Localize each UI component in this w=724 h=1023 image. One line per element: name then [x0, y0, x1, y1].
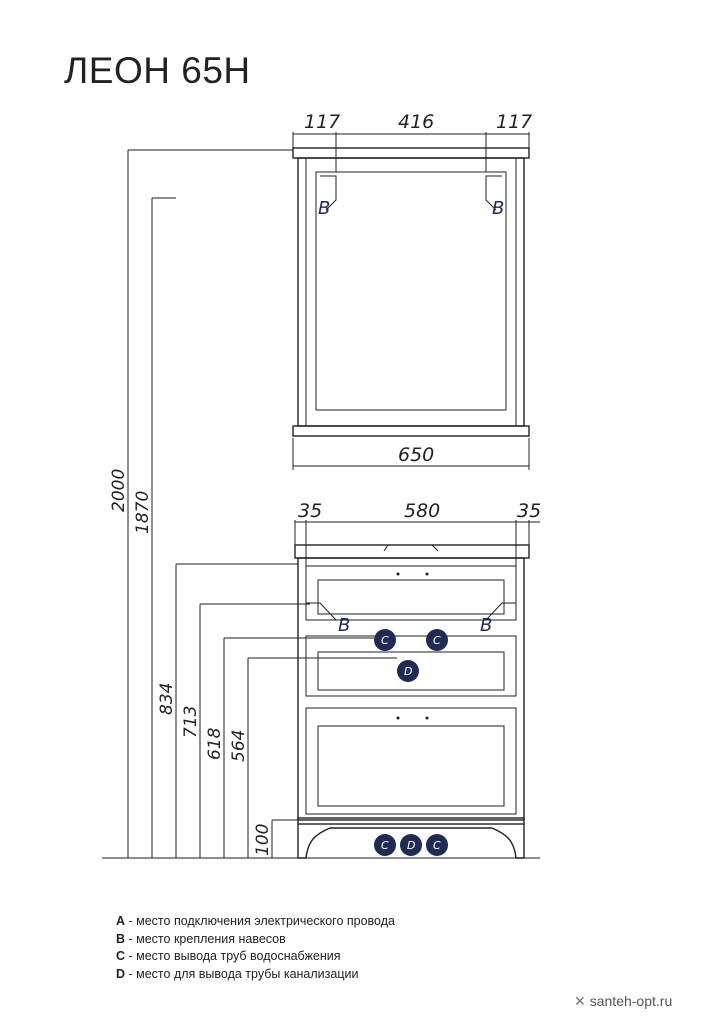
dim-mirror-left: 117: [304, 111, 340, 133]
dim-h-2000: 2000: [109, 469, 129, 512]
dim-h-618: 618: [205, 727, 225, 760]
marker-b-cab-right: B: [480, 615, 492, 636]
marker-d-middle: D: [397, 660, 419, 682]
svg-text:C: C: [433, 634, 441, 647]
dim-h-100: 100: [253, 824, 273, 856]
svg-text:C: C: [433, 839, 441, 852]
svg-text:D: D: [407, 839, 415, 852]
dim-cab-left: 35: [298, 500, 322, 522]
legend-item-b: B - место крепления навесов: [116, 931, 286, 946]
dim-mirror-right: 117: [496, 111, 532, 133]
svg-text:C: C: [381, 634, 389, 647]
dim-h-1870: 1870: [133, 491, 153, 534]
marker-b-cab-left: B: [338, 615, 350, 636]
mirror-top-dimension: 117 416 117: [292, 111, 532, 172]
mirror-width-dimension: 650: [292, 438, 530, 470]
marker-b-mirror-left: B: [318, 198, 330, 219]
svg-text:C: C: [381, 839, 389, 852]
marker-c-bottom-right: C: [426, 834, 448, 856]
marker-c-upper-left: C: [374, 629, 396, 651]
marker-b-mirror-right: B: [492, 198, 504, 219]
marker-c-upper-right: C: [426, 629, 448, 651]
legend-item-c: C - место вывода труб водоснабжения: [116, 949, 341, 963]
dim-h-564: 564: [229, 730, 249, 762]
svg-text:D: D: [404, 665, 412, 678]
page-title: ЛЕОН 65Н: [64, 50, 251, 91]
dim-h-713: 713: [181, 706, 201, 738]
close-icon: ✕: [574, 993, 586, 1009]
legend-item-d: D - место для вывода трубы канализации: [116, 966, 359, 981]
legend-item-a: A - место подключения электрического про…: [116, 914, 395, 928]
cabinet-drawing: [294, 544, 530, 859]
legend: A - место подключения электрического про…: [116, 913, 395, 983]
height-dimensions: 2000 1870 834 713 618 564 100: [102, 149, 540, 859]
dim-h-834: 834: [157, 683, 177, 715]
marker-d-bottom: D: [400, 834, 422, 856]
dim-cab-right: 35: [517, 500, 541, 522]
cabinet-top-dimension: 35 580 35: [294, 500, 541, 566]
watermark: ✕santeh-opt.ru: [574, 993, 673, 1009]
mirror-drawing: [292, 147, 530, 437]
marker-c-bottom-left: C: [374, 834, 396, 856]
dim-mirror-mid: 416: [398, 111, 434, 133]
dim-mirror-width: 650: [398, 444, 434, 466]
dim-cab-mid: 580: [404, 500, 440, 522]
